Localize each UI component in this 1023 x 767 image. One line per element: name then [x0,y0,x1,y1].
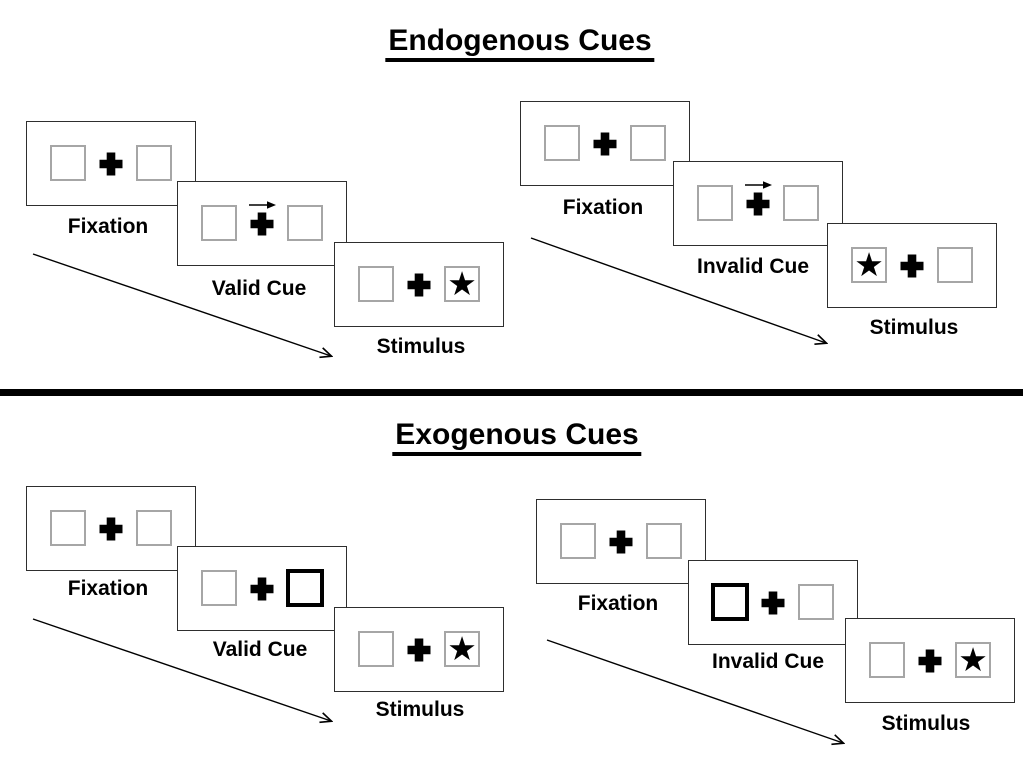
panel-fixation [26,486,196,571]
panel-fixation [26,121,196,206]
timeline-arrow-exogenous-valid [32,618,331,721]
placeholder-box-right [798,584,834,620]
plus-icon [407,273,431,296]
section-title-exogenous: Exogenous Cues [392,419,642,456]
star-icon: ★ [447,264,477,302]
placeholder-box-right: ★ [444,631,480,667]
plus-icon [746,192,770,215]
placeholder-box-right: ★ [955,642,991,678]
panel-stimulus: ★ [334,242,504,327]
star-icon: ★ [958,640,988,678]
placeholder-box-right [136,510,172,546]
placeholder-box-left [544,125,580,161]
section-divider [0,389,1023,396]
plus-icon [761,591,785,614]
exogenous-cue-highlight-box [286,569,324,607]
placeholder-box-right [287,205,323,241]
panel-caption: Stimulus [376,335,466,358]
placeholder-box-left [201,570,237,606]
panel-caption: Invalid Cue [711,650,825,673]
panel-stimulus: ★ [845,618,1015,703]
placeholder-box-left [50,510,86,546]
timeline-arrow-exogenous-invalid [546,639,843,743]
timeline-arrow-endogenous-invalid [530,237,826,343]
plus-icon [99,152,123,175]
panel-stimulus: ★ [334,607,504,692]
placeholder-box-right [136,145,172,181]
cue-arrow-icon [745,181,772,189]
plus-icon [407,638,431,661]
placeholder-box-left [560,523,596,559]
placeholder-box-left [697,185,733,221]
panel-caption: Fixation [577,592,659,615]
placeholder-box-right: ★ [444,266,480,302]
plus-icon [250,212,274,235]
section-title-endogenous: Endogenous Cues [385,25,655,62]
panel-caption: Valid Cue [211,277,307,300]
exogenous-cue-highlight-box [711,583,749,621]
timeline-arrow-endogenous-valid [32,253,331,356]
panel-invalid-cue [673,161,843,246]
panel-stimulus: ★ [827,223,997,308]
star-icon: ★ [447,629,477,667]
panel-caption: Valid Cue [212,638,308,661]
placeholder-box-left: ★ [851,247,887,283]
plus-icon [593,132,617,155]
panel-invalid-cue [688,560,858,645]
placeholder-box-left [869,642,905,678]
cue-arrow-icon [249,201,276,209]
panel-caption: Invalid Cue [696,255,810,278]
plus-icon [99,517,123,540]
placeholder-box-left [358,631,394,667]
panel-caption: Stimulus [375,698,465,721]
placeholder-box-right [630,125,666,161]
star-icon: ★ [854,245,884,283]
panel-fixation [520,101,690,186]
panel-valid-cue [177,546,347,631]
placeholder-box-left [50,145,86,181]
plus-icon [918,649,942,672]
placeholder-box-right [937,247,973,283]
plus-icon [900,254,924,277]
panel-caption: Stimulus [881,712,971,735]
panel-caption: Stimulus [869,316,959,339]
placeholder-box-right [783,185,819,221]
panel-caption: Fixation [562,196,644,219]
placeholder-box-left [358,266,394,302]
panel-caption: Fixation [67,215,149,238]
placeholder-box-left [201,205,237,241]
panel-fixation [536,499,706,584]
panel-valid-cue [177,181,347,266]
placeholder-box-right [646,523,682,559]
panel-caption: Fixation [67,577,149,600]
plus-icon [250,577,274,600]
plus-icon [609,530,633,553]
